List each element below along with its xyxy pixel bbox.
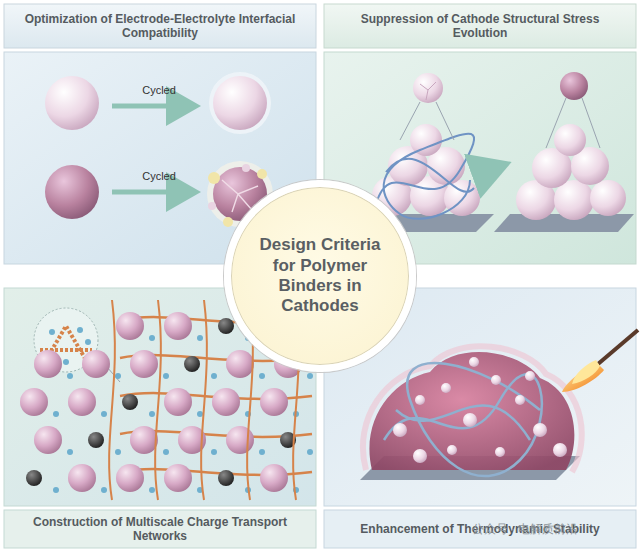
arrow-label: Cycled (126, 170, 192, 182)
criterion-band: Construction of Multiscale Charge Transp… (4, 510, 316, 548)
criterion-band: Optimization of Electrode-Electrolyte In… (4, 4, 316, 48)
band-heading: Construction of Multiscale Charge Transp… (14, 515, 306, 544)
arrow-label: Cycled (126, 84, 192, 96)
title: Design Criteria for Polymer Binders in C… (255, 235, 385, 317)
criterion-band: Suppression of Cathode Structural Stress… (324, 4, 636, 48)
watermark: 公众号 · 电解质前沿 (420, 521, 630, 538)
band-heading: Suppression of Cathode Structural Stress… (334, 12, 626, 41)
band-heading: Optimization of Electrode-Electrolyte In… (14, 12, 306, 41)
center-circle: Design Criteria for Polymer Binders in C… (224, 180, 416, 372)
